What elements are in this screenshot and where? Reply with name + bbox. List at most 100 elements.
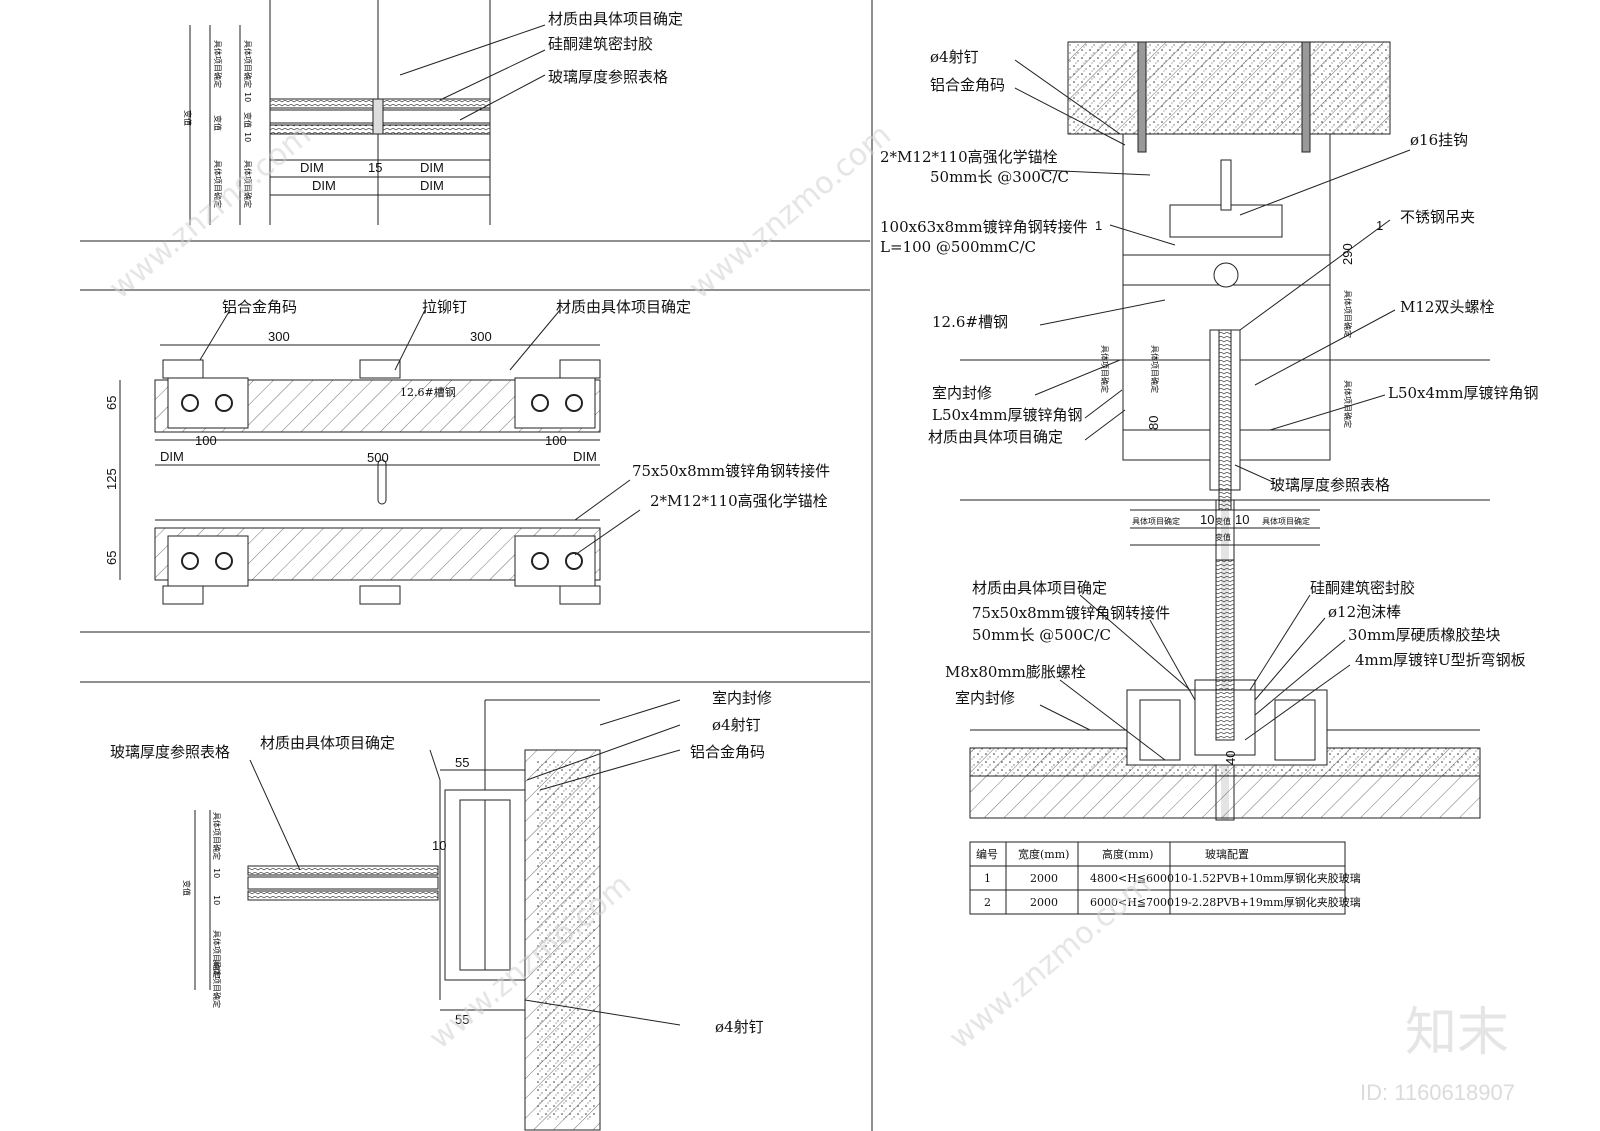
table-cell: 10-1.52PVB+10mm厚钢化夹胶玻璃: [1174, 871, 1361, 885]
label-d-finish: 室内封修: [932, 384, 992, 402]
table-header-id: 编号: [976, 847, 998, 861]
label-d-angle-spacing: L=100 @500mmC/C: [880, 238, 1036, 256]
table-cell: 19-2.28PVB+19mm厚钢化夹胶玻璃: [1174, 895, 1361, 909]
dim-e-40: 40: [1223, 751, 1238, 765]
dim-b-5: 500: [367, 450, 389, 465]
label-e-sealant: 硅酮建筑密封胶: [1310, 579, 1415, 597]
dim-a-4: DIM: [312, 178, 336, 193]
vt-a-5: 10: [243, 132, 252, 142]
table-cell: 1: [984, 872, 991, 885]
panel-e-base-section: 材质由具体项目确定 75x50x8mm镀锌角钢转接件 50mm长 @500C/C…: [945, 559, 1526, 819]
dim-b-2: 300: [470, 329, 492, 344]
table-cell: 6000<H≦7000: [1090, 896, 1174, 909]
dim-a-2: 15: [368, 160, 382, 175]
vt-d-2: 具体项目确定: [1100, 345, 1110, 393]
vt-c-3: 10: [212, 895, 221, 905]
label-d-hook: ø16挂钩: [1410, 131, 1468, 149]
label-d-material: 材质由具体项目确定: [928, 428, 1063, 446]
label-c-nail-bottom: ø4射钉: [715, 1018, 764, 1036]
dim-b-6: 100: [545, 433, 567, 448]
label-e-angle: 75x50x8mm镀锌角钢转接件: [972, 604, 1170, 622]
watermark-brand: 知末: [1405, 1003, 1509, 1063]
dim-d-sec-right: 1: [1376, 218, 1383, 233]
panel-dividers: [80, 0, 873, 1131]
vt-d-3: 具体项目确定: [1343, 290, 1353, 338]
dim-a-1: DIM: [300, 160, 324, 175]
panel-b-plan: 铝合金角码 拉铆钉 材质由具体项目确定 75x50x8mm镀锌角钢转接件 2*M…: [104, 298, 830, 605]
table-cell: 2: [984, 896, 991, 909]
label-d-anchor-spacing: 50mm长 @300C/C: [930, 168, 1069, 186]
dim-b-7: DIM: [160, 449, 184, 464]
dim-d-290: 290: [1340, 243, 1355, 265]
label-d-clamp: 不锈钢吊夹: [1400, 208, 1475, 226]
label-c-finish: 室内封修: [712, 689, 772, 707]
vt-a-9: 变值: [183, 110, 193, 126]
label-a-glass-thickness: 玻璃厚度参照表格: [548, 68, 668, 86]
label-b-anchor: 2*M12*110高强化学锚栓: [650, 492, 828, 510]
watermarks: 知末 ID: 1160618907 www.znzmo.com www.znzm…: [103, 118, 1515, 1105]
dim-c-3: 55: [455, 1012, 469, 1027]
dim-b-10: 65: [104, 551, 119, 565]
label-d-bolt: M12双头螺栓: [1400, 298, 1494, 316]
label-b-corner: 铝合金角码: [222, 298, 297, 316]
label-c-corner: 铝合金角码: [690, 743, 765, 761]
dim-b-4: 100: [195, 433, 217, 448]
vt-c-1: 具体项目确定: [212, 812, 222, 860]
panel-a-glass-joint: 材质由具体项目确定 硅酮建筑密封胶 玻璃厚度参照表格 DIM 15 DIM DI…: [183, 0, 683, 225]
label-b-rivet: 拉铆钉: [422, 298, 467, 316]
bd-d-3: 变值: [1215, 516, 1231, 526]
label-a-sealant: 硅酮建筑密封胶: [548, 35, 653, 53]
vt-d-1: 具体项目确定: [1150, 345, 1160, 393]
dim-b-9: 125: [104, 468, 119, 490]
label-e-foam-rod: ø12泡沫棒: [1328, 603, 1401, 621]
label-d-corner: 铝合金角码: [930, 76, 1005, 94]
table-cell: 2000: [1030, 896, 1058, 909]
dim-b-3: 65: [104, 396, 119, 410]
vt-c-4: 变值: [182, 880, 192, 896]
table-header-height: 高度(mm): [1102, 847, 1153, 861]
label-e-u-plate: 4mm厚镀锌U型折弯钢板: [1355, 651, 1526, 669]
glass-config-table: 编号 宽度(mm) 高度(mm) 玻璃配置 1 2000 4800<H≦6000…: [969, 841, 1361, 915]
vt-a-6: 变值: [243, 112, 253, 128]
bd-d-1: 具体项目确定: [1132, 516, 1180, 526]
label-d-glass: 玻璃厚度参照表格: [1270, 476, 1390, 494]
dim-a-5: DIM: [420, 178, 444, 193]
dim-c-1: 55: [455, 755, 469, 770]
table-header-width: 宽度(mm): [1018, 847, 1069, 861]
table-cell: 4800<H≦6000: [1090, 872, 1174, 885]
bd-d-2: 10: [1200, 512, 1214, 527]
watermark-id: ID: 1160618907: [1360, 1080, 1515, 1105]
panel-d-top-section: ø4射钉 铝合金角码 2*M12*110高强化学锚栓 50mm长 @300C/C…: [880, 41, 1539, 821]
label-a-material: 材质由具体项目确定: [548, 10, 683, 28]
dim-c-2: 10: [432, 838, 446, 853]
label-d-angle-left: L50x4mm厚镀锌角钢: [932, 406, 1083, 424]
label-c-glass: 玻璃厚度参照表格: [110, 743, 230, 761]
label-d-angle-right: L50x4mm厚镀锌角钢: [1388, 384, 1539, 402]
vt-c-2: 10: [212, 868, 221, 878]
dim-a-3: DIM: [420, 160, 444, 175]
vt-c-6: 具体项目确定: [212, 960, 222, 1008]
table-header-config: 玻璃配置: [1205, 847, 1249, 861]
label-b-channel: 12.6#槽钢: [400, 386, 456, 399]
bd-d-4: 10: [1235, 512, 1249, 527]
dim-b-8: DIM: [573, 449, 597, 464]
label-e-finish: 室内封修: [955, 689, 1015, 707]
watermark-site: www.znzmo.com: [683, 118, 898, 307]
label-c-material: 材质由具体项目确定: [260, 734, 395, 752]
label-b-material: 材质由具体项目确定: [556, 298, 691, 316]
label-d-nail: ø4射钉: [930, 48, 979, 66]
label-b-angle: 75x50x8mm镀锌角钢转接件: [632, 462, 830, 480]
label-e-expansion-bolt: M8x80mm膨胀螺栓: [945, 663, 1086, 681]
label-d-angle: 100x63x8mm镀锌角钢转接件: [880, 218, 1088, 236]
vt-a-8: 具体项目确定: [243, 160, 253, 208]
vt-a-1: 具体项目确定: [213, 40, 223, 88]
label-d-channel: 12.6#槽钢: [932, 313, 1008, 331]
vt-a-3: 10: [243, 92, 252, 102]
label-d-anchor: 2*M12*110高强化学锚栓: [880, 148, 1058, 166]
dim-d-sec-left: 1: [1095, 218, 1102, 233]
vt-c-5: 具体项目确定: [212, 930, 222, 978]
dim-d-80: 80: [1146, 416, 1161, 430]
bd-d-5: 具体项目确定: [1262, 516, 1310, 526]
vt-a-2: 具体项目确定: [243, 40, 253, 88]
